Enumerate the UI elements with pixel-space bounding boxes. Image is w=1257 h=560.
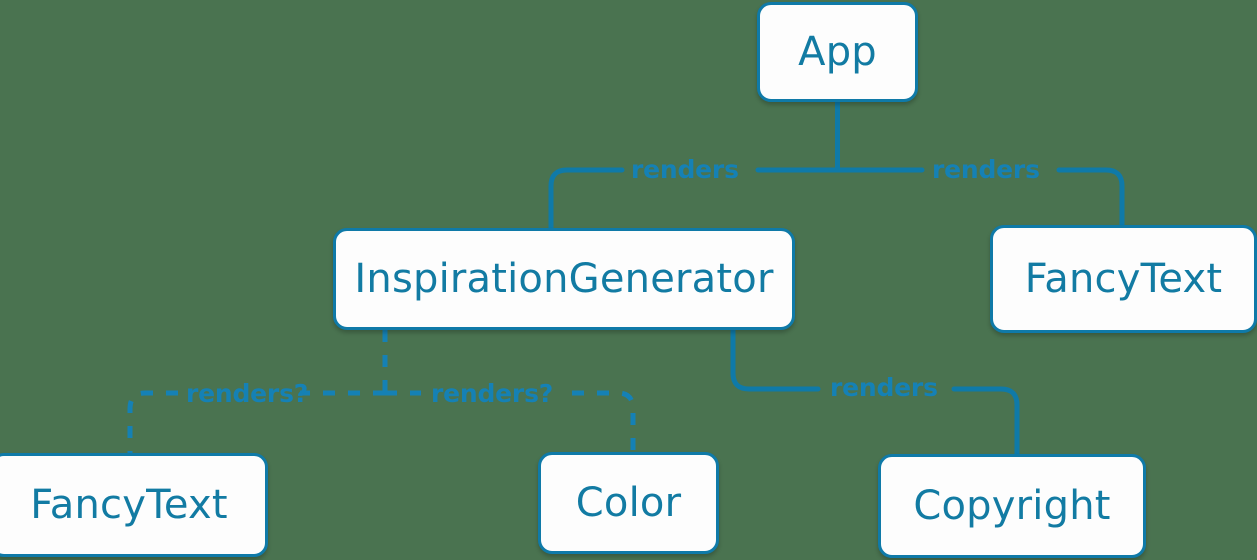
node-color-label: Color	[575, 480, 682, 526]
node-fancytext-top-label: FancyText	[1024, 256, 1223, 302]
node-app-label: App	[798, 29, 877, 75]
edge-inspiration-to-copyright-line	[730, 327, 1020, 457]
edge-inspiration-to-fancytext-dashed	[127, 390, 385, 453]
node-color[interactable]: Color	[538, 452, 719, 554]
node-inspiration-generator[interactable]: InspirationGenerator	[333, 228, 795, 330]
node-inspiration-generator-label: InspirationGenerator	[354, 256, 774, 302]
node-fancytext-bottom-label: FancyText	[30, 482, 228, 528]
node-app[interactable]: App	[757, 2, 918, 102]
edge-app-to-inspiration-line	[548, 167, 840, 231]
node-fancytext-top[interactable]: FancyText	[990, 225, 1257, 333]
edge-label-inspiration-to-fancytext: renders?	[186, 379, 309, 408]
node-copyright-label: Copyright	[913, 483, 1111, 529]
node-fancytext-bottom[interactable]: FancyText	[0, 453, 268, 557]
edge-label-inspiration-to-color: renders?	[431, 379, 554, 408]
edge-inspiration-to-color-dashed	[385, 390, 636, 452]
edge-label-app-to-fancytext: renders	[932, 155, 1040, 184]
edge-label-app-to-inspiration: renders	[631, 155, 739, 184]
edge-app-to-fancytext-line	[835, 167, 1125, 229]
edge-label-inspiration-to-copyright: renders	[830, 373, 938, 402]
node-copyright[interactable]: Copyright	[878, 454, 1146, 558]
